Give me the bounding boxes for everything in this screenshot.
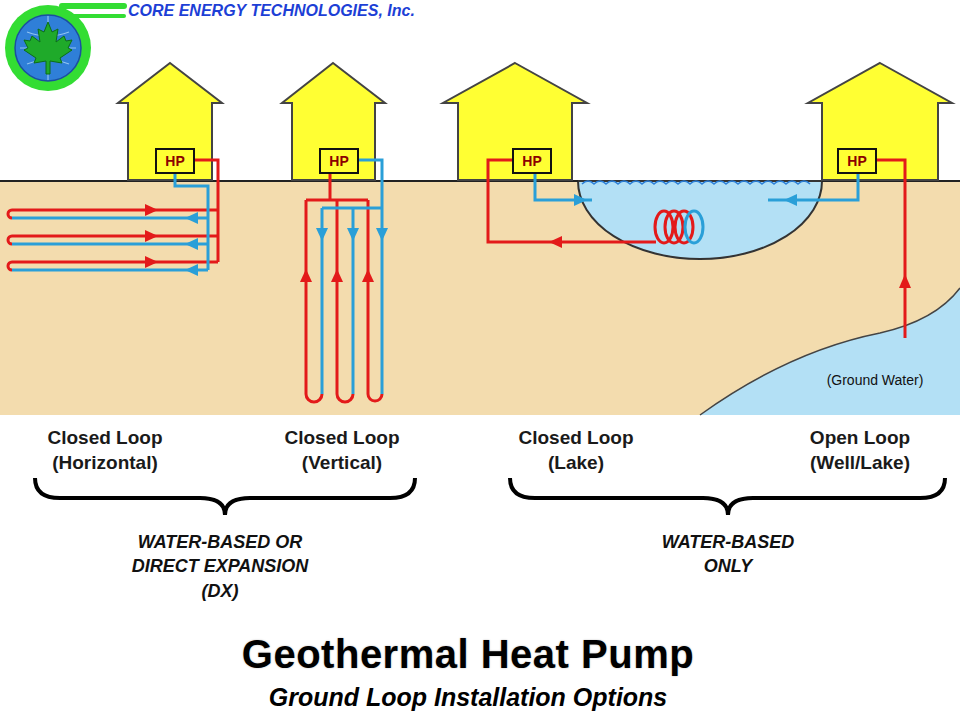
loop-type-label: Open Loop (Well/Lake) [785, 426, 935, 475]
arrowhead [145, 204, 158, 216]
loop-type-label: Closed Loop (Lake) [506, 426, 646, 475]
lake-waves [582, 181, 810, 184]
arrowhead [574, 194, 587, 206]
heat-pump-box: HP [837, 148, 877, 174]
arrowhead [185, 212, 198, 224]
logo-globe [15, 15, 81, 81]
heat-pump-label: HP [847, 153, 866, 169]
vertical-loop [306, 160, 382, 402]
flow-arrows [300, 228, 388, 282]
maple-leaf [24, 22, 72, 74]
heat-pump-label: HP [522, 153, 541, 169]
arrowhead [362, 269, 374, 282]
logo-ring [5, 5, 91, 91]
logo-swoosh [62, 3, 124, 9]
arrowhead [185, 238, 198, 250]
ground-water [700, 288, 960, 415]
house [282, 63, 385, 180]
arrowhead [316, 228, 328, 241]
arrowhead [145, 256, 158, 268]
ground-water-edge [700, 288, 960, 415]
arrowhead [331, 269, 343, 282]
group-brace [510, 478, 945, 515]
u-bend [8, 210, 12, 270]
arrowhead [145, 230, 158, 242]
heat-pump-label: HP [329, 153, 348, 169]
horizontal-loop [8, 160, 218, 270]
coil [685, 211, 703, 243]
company-name: CORE ENERGY TECHNOLOGIES, Inc. [128, 2, 415, 20]
heat-pump-box: HP [155, 148, 195, 174]
heat-pump-label: HP [165, 153, 184, 169]
return-pipe [535, 174, 592, 200]
heat-pump-box: HP [512, 148, 552, 174]
diagram-title: Geothermal Heat Pump [0, 632, 936, 677]
diagram-caption: Ground Loop Installation Options [0, 683, 936, 712]
lake [578, 181, 822, 259]
arrowhead [899, 274, 911, 288]
house [808, 63, 952, 180]
group-brace [35, 478, 415, 515]
arrowhead [784, 194, 797, 206]
return-pipe [768, 174, 858, 200]
supply-pipe [877, 160, 905, 338]
u-bend [306, 394, 382, 402]
return-pipe [322, 160, 382, 394]
arrowhead [185, 264, 198, 276]
company-logo [5, 5, 124, 91]
logo-grid [20, 16, 76, 80]
group-label: WATER-BASED ONLY [653, 530, 803, 579]
return-pipe [12, 174, 208, 270]
open-loop [768, 160, 905, 338]
loop-type-label: Closed Loop (Horizontal) [30, 426, 180, 475]
house [118, 63, 222, 180]
house [443, 63, 587, 180]
arrowhead [300, 269, 312, 282]
ground [0, 181, 960, 415]
region-label: (Ground Water) [810, 372, 940, 388]
arrowhead [347, 228, 359, 241]
flow-arrows [145, 204, 198, 276]
arrowhead [549, 236, 562, 248]
heat-pump-box: HP [319, 148, 359, 174]
loop-type-label: Closed Loop (Vertical) [267, 426, 417, 475]
supply-pipe [12, 160, 218, 262]
group-label: WATER-BASED OR DIRECT EXPANSION (DX) [118, 530, 323, 603]
arrowhead [376, 228, 388, 241]
